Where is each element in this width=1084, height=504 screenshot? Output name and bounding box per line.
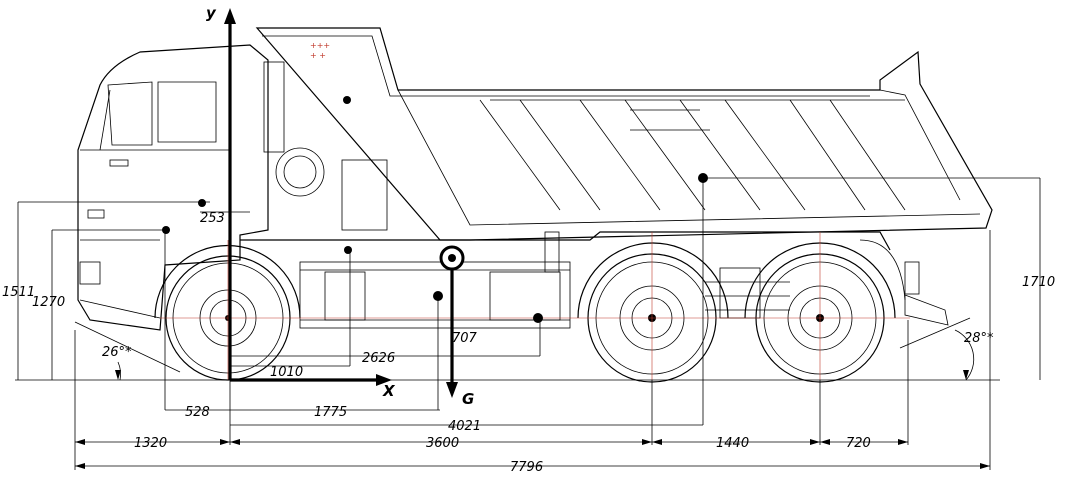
- dim-2626: 2626: [362, 351, 395, 366]
- svg-text:+++: +++: [310, 41, 330, 50]
- dim-720: 720: [846, 436, 871, 451]
- rear-departure-line: [899, 317, 971, 349]
- dim-253: 253: [200, 211, 225, 226]
- dim-3600: 3600: [426, 436, 459, 451]
- front-wheel: [154, 244, 301, 381]
- dim-1320: 1320: [134, 436, 167, 451]
- dim-7796: 7796: [510, 460, 543, 475]
- dim-707: 707: [452, 331, 478, 346]
- truck-cab: [77, 44, 388, 331]
- dump-body: +++ + +: [255, 27, 993, 241]
- dim-1775: 1775: [314, 405, 347, 420]
- dim-4021: 4021: [448, 419, 481, 434]
- dim-1511: 1511: [2, 285, 35, 300]
- front-angle-label: 26°*: [102, 345, 132, 360]
- dim-1010: 1010: [270, 365, 303, 380]
- y-axis-label: y: [206, 4, 217, 22]
- dim-1710: 1710: [1022, 275, 1055, 290]
- g-force-label: G: [462, 390, 474, 408]
- rear-angle-arc: [954, 329, 975, 381]
- x-axis-label: X: [382, 382, 396, 400]
- front-approach-line: [74, 321, 181, 373]
- dimension-lines: [17, 177, 1041, 470]
- coordinate-axes: [224, 8, 465, 398]
- svg-text:+ +: + +: [310, 51, 326, 60]
- component-cg-markers: [162, 96, 708, 323]
- dim-1270: 1270: [32, 295, 65, 310]
- wheel-centerlines: [160, 232, 910, 380]
- rear-angle-label: 28°*: [964, 331, 994, 346]
- rear-wheel-1: [577, 242, 729, 383]
- dim-528: 528: [185, 405, 210, 420]
- dim-1440: 1440: [716, 436, 749, 451]
